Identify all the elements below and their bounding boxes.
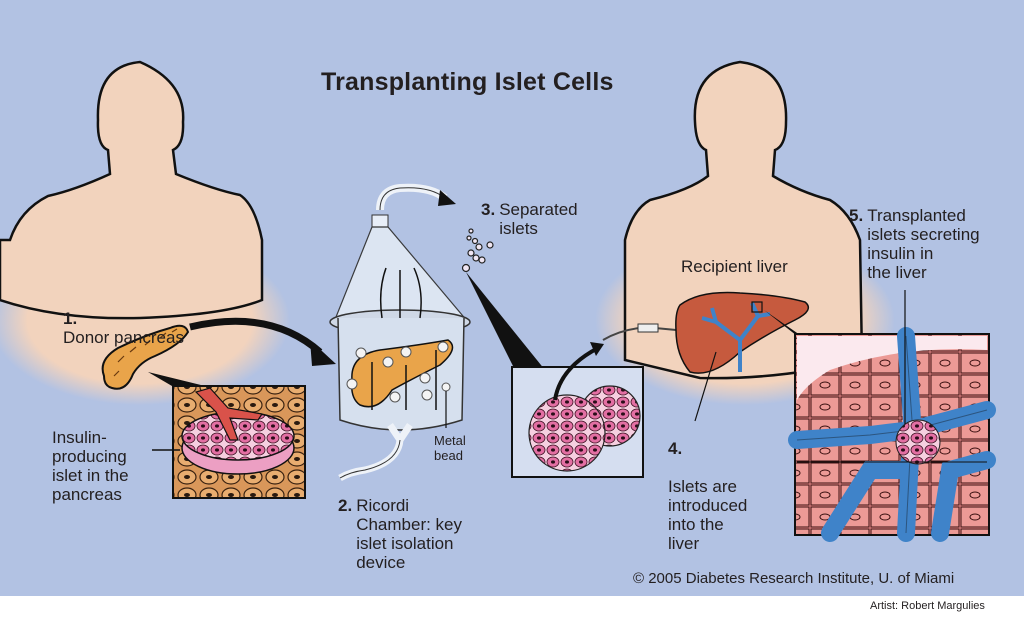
step-5-label: 5. Transplanted islets secreting insulin… [849,206,980,282]
step-4-text: Islets are introduced into the liver [668,477,748,553]
step-5-text: Transplanted islets secreting insulin in… [867,206,980,282]
arrow-head [590,342,604,356]
separated-islets [461,228,494,273]
step4-leader [694,351,717,422]
copyright-notice: © 2005 Diabetes Research Institute, U. o… [633,570,955,587]
step-2-label: 2. Ricordi Chamber: key islet isolation … [338,496,462,572]
recipient-liver-illustration [675,291,810,374]
arrow-head [310,340,336,366]
ricordi-chamber-illustration [329,183,471,482]
pancreas-callout-wedge [148,372,205,386]
liver-closeup-inset [788,327,996,542]
arrow-pancreas-to-chamber [189,317,323,355]
step-4-number: 4. [668,439,683,458]
metal-bead-label: Metal bead [434,433,466,463]
recipient-liver-label: Recipient liver [681,257,788,276]
step-1-label: 1. Donor pancreas [63,290,184,347]
arrow-head [438,190,456,206]
diagram-title: Transplanting Islet Cells [321,68,614,96]
islet-in-pancreas-label: Insulin- producing islet in the pancreas [52,428,129,504]
donor-silhouette [0,60,290,405]
step-5-number: 5. [849,206,864,225]
islet-closeup-inset [511,342,644,478]
step-4-label: 4. Islets are introduced into the liver [668,420,747,572]
step-3-label: 3. Separated islets [481,200,578,238]
step-3-text: Separated islets [499,200,578,238]
catheter-hub [637,323,659,333]
pancreas-illustration [101,324,190,390]
artist-credit: Artist: Robert Margulies [870,600,985,612]
islet-callout-wedge [466,272,545,370]
step-1-number: 1. [63,309,78,328]
step-3-number: 3. [481,200,496,219]
step-2-text: Ricordi Chamber: key islet isolation dev… [356,496,463,572]
step-1-text: Donor pancreas [63,328,184,347]
step-2-number: 2. [338,496,353,515]
pancreas-islet-inset [172,385,306,499]
